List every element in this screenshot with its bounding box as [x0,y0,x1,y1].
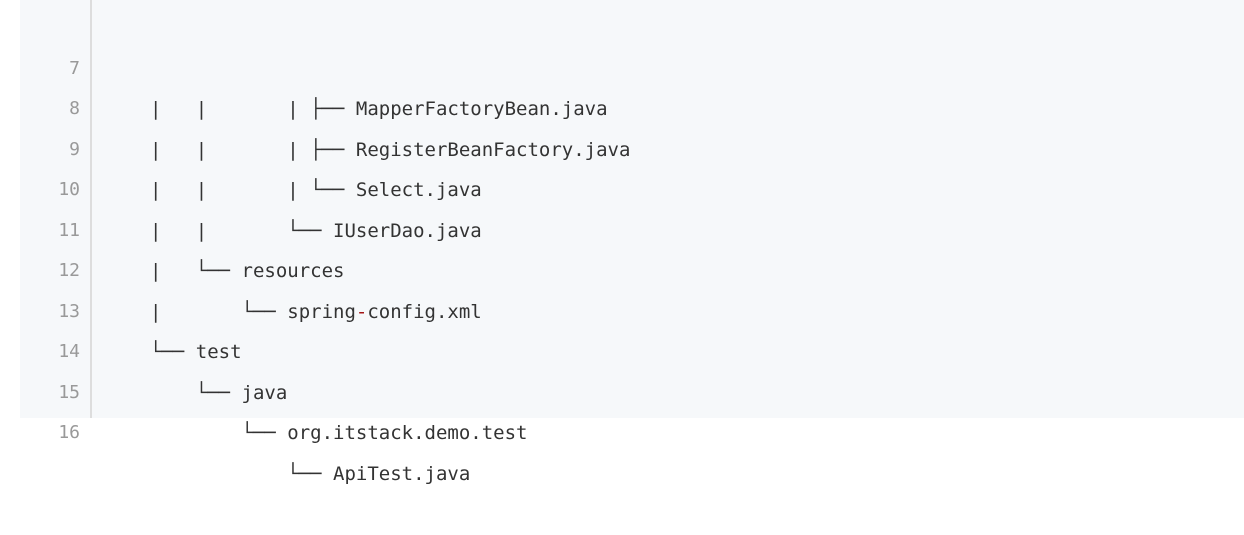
line-number-gutter [20,0,92,418]
line-text: | | | ├── RegisterBeanFactory.java [150,138,631,161]
code-block: 7 | | | ├── MapperFactoryBean.java 8 | |… [20,0,1244,485]
operator-token: - [355,300,368,323]
line-number: 15 [58,381,80,403]
code-lines: 7 | | | ├── MapperFactoryBean.java 8 | |… [20,8,1244,485]
line-text: | | | ├── MapperFactoryBean.java [150,98,608,120]
code-line: 14 └── java [20,292,1244,404]
code-line: 15 └── org.itstack.demo.test [20,332,1244,445]
code-line: 8 | | | ├── RegisterBeanFactory.java [20,49,1244,161]
line-text: └── java [150,381,288,404]
line-number: 9 [69,138,80,160]
line-text-before: | └── spring [150,300,356,323]
line-text: └── ApiTest.java [150,462,471,485]
line-number: 8 [69,98,80,119]
line-text: | | └── IUserDao.java [150,219,482,242]
line-number: 7 [69,57,80,79]
code-line: 11 | └── resources [20,170,1244,283]
line-number: 11 [58,219,80,241]
line-number: 14 [58,341,80,362]
line-number: 10 [58,179,80,200]
line-text-after: config.xml [367,300,482,323]
code-line: 13 └── test [20,251,1244,364]
line-number: 13 [58,300,80,322]
code-line: 9 | | | └── Select.java [20,89,1244,202]
code-line: 10 | | └── IUserDao.java [20,130,1244,242]
line-number: 12 [58,260,80,281]
code-line: 7 | | | ├── MapperFactoryBean.java [20,8,1244,121]
line-number: 16 [58,422,80,443]
code-line: 16 └── ApiTest.java [20,373,1244,485]
line-text: | | | └── Select.java [150,179,482,201]
code-line: 12 | └── spring-config.xml [20,211,1244,323]
line-text: | └── resources [150,260,345,282]
line-text: | └── spring-config.xml [150,292,482,333]
line-text: └── org.itstack.demo.test [150,422,528,444]
line-text: └── test [150,341,242,363]
